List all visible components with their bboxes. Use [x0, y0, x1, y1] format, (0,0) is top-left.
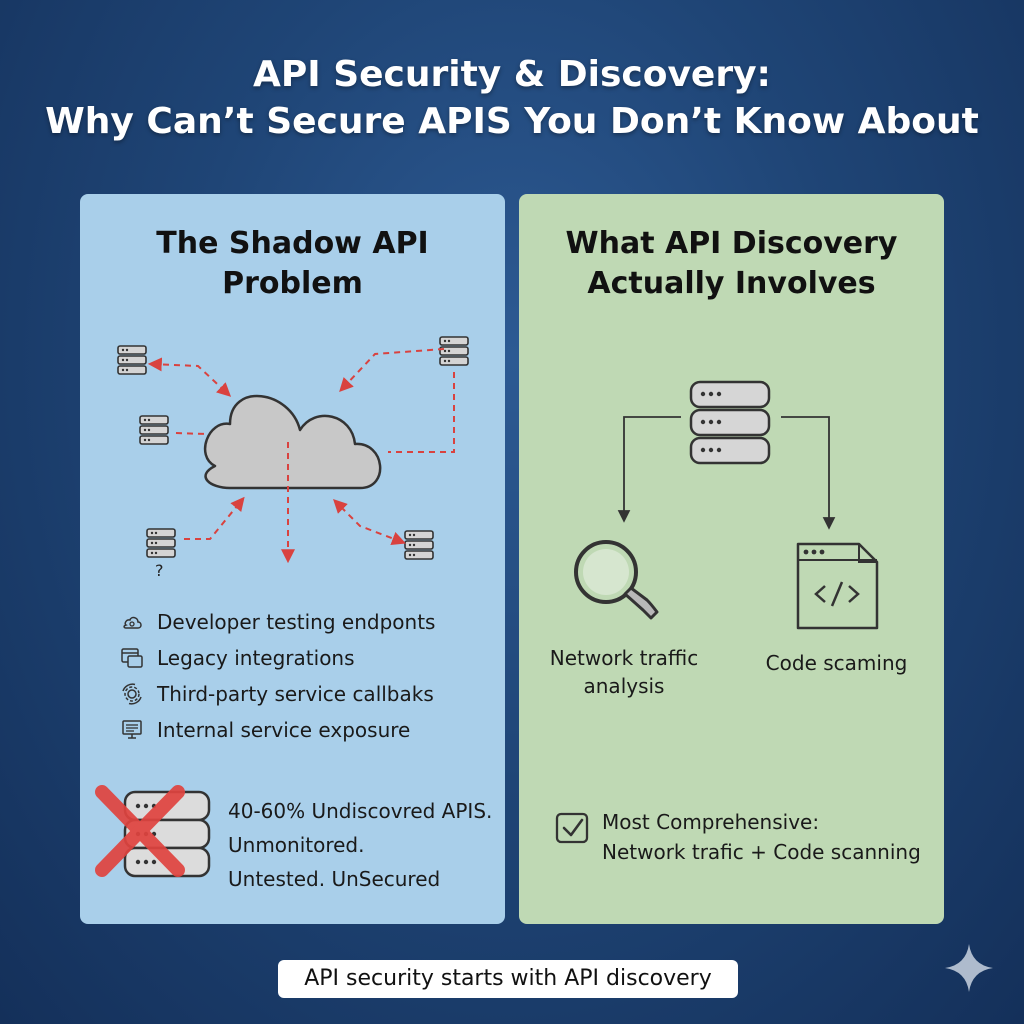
- api-discovery-panel-title: What API Discovery Actually Involves: [519, 224, 944, 304]
- panel-title-line: The Shadow API: [156, 226, 429, 261]
- cloud-icon: [204, 394, 382, 490]
- connector-left: [617, 416, 681, 523]
- page-title-line-2: Why Can’t Secure APIS You Don’t Know Abo…: [45, 101, 979, 142]
- central-server-icon: [689, 380, 771, 465]
- list-item: Legacy integrations: [120, 640, 435, 676]
- server-icon-mid-left: [139, 415, 169, 445]
- arrow-bottom-right: [333, 499, 406, 546]
- stat-line: Untested. UnSecured: [228, 867, 441, 891]
- arrow-right-side: [388, 372, 455, 453]
- source-label: Developer testing endponts: [157, 610, 436, 634]
- red-x-icon: [95, 785, 185, 877]
- server-icon-top-right: [439, 336, 469, 366]
- code-scanning-label: Code scaming: [739, 649, 934, 677]
- arrow-top-left: [147, 357, 232, 397]
- shadow-api-diagram: ?: [117, 336, 469, 580]
- unknown-api-question-mark: ?: [155, 561, 164, 580]
- list-item: Internal service exposure: [120, 712, 435, 748]
- network-traffic-label: Network traffic analysis: [529, 644, 719, 700]
- source-label: Internal service exposure: [157, 718, 411, 742]
- api-discovery-diagram: [555, 380, 879, 844]
- gear-arrows-icon: [122, 683, 142, 705]
- shadow-api-panel: The Shadow API Problem ?: [80, 194, 505, 924]
- database-stack-icon: [123, 790, 211, 878]
- checkbox-icon: [555, 812, 589, 844]
- stat-line: Unmonitored.: [228, 833, 365, 857]
- window-stack-icon: [121, 648, 143, 668]
- sparkle-icon: [945, 944, 993, 992]
- api-discovery-panel: What API Discovery Actually Involves: [519, 194, 944, 924]
- discovery-connectors: [617, 416, 836, 530]
- cloud-gear-icon: [123, 616, 142, 629]
- magnifying-glass-icon: [574, 540, 659, 620]
- arrow-mid-left: [175, 432, 207, 435]
- monitor-icon: [122, 720, 142, 739]
- undiscovered-stat: 40-60% Undiscovred APIS. Unmonitored. Un…: [228, 794, 503, 896]
- connection-arrows: [147, 348, 455, 564]
- page-title-line-1: API Security & Discovery:: [253, 54, 771, 95]
- comprehensive-line: Network trafic + Code scanning: [602, 840, 921, 864]
- panel-title-line: What API Discovery: [565, 226, 898, 261]
- connector-right: [781, 416, 836, 530]
- source-label: Third-party service callbaks: [157, 682, 434, 706]
- source-label: Legacy integrations: [157, 646, 355, 670]
- method-label-line: Code scaming: [765, 651, 908, 675]
- arrow-bottom-left: [184, 496, 245, 540]
- footer-tagline: API security starts with API discovery: [278, 960, 738, 998]
- server-icon-bottom-right: [404, 530, 434, 560]
- stat-line: 40-60% Undiscovred APIS.: [228, 799, 493, 823]
- most-comprehensive-note: Most Comprehensive: Network trafic + Cod…: [602, 807, 942, 867]
- server-icon-top-left: [117, 345, 147, 375]
- server-icon-bottom-left: [146, 528, 176, 558]
- shadow-api-panel-title: The Shadow API Problem: [80, 224, 505, 304]
- shadow-api-sources-list: Developer testing endponts Legacy integr…: [120, 604, 435, 748]
- method-label-line: Network traffic: [549, 646, 699, 670]
- panel-title-line: Problem: [222, 266, 363, 301]
- method-label-line: analysis: [583, 674, 665, 698]
- list-item: Developer testing endponts: [120, 604, 435, 640]
- list-item: Third-party service callbaks: [120, 676, 435, 712]
- arrow-top-right: [339, 348, 445, 393]
- code-file-icon: [796, 542, 879, 630]
- comprehensive-line: Most Comprehensive:: [602, 810, 820, 834]
- panel-title-line: Actually Involves: [587, 266, 876, 301]
